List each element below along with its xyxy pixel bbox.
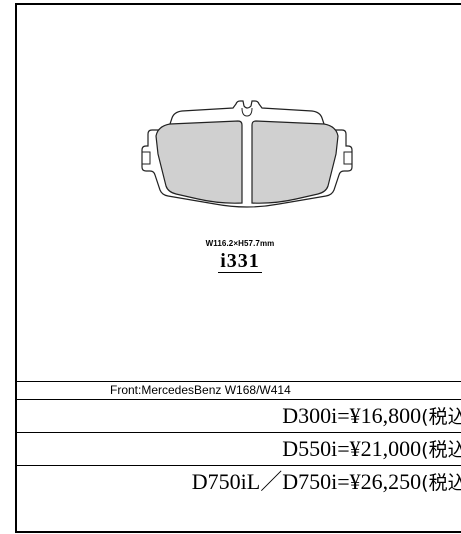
tax-note: (税込) [421, 406, 461, 428]
price-amount: =¥16,800 [337, 403, 422, 428]
brake-pad-diagram-icon [141, 100, 353, 208]
product-image-area: W116.2×H57.7mm i331 [17, 5, 461, 381]
price-row-d550i: D550i=¥21,000(税込) [17, 432, 461, 464]
price-model: D550i [282, 436, 338, 461]
price-amount: =¥26,250 [337, 469, 422, 494]
price-row-d750i: D750iL／D750i=¥26,250(税込) [17, 465, 461, 501]
tax-note: (税込) [421, 472, 461, 494]
dimensions-label: W116.2×H57.7mm [205, 239, 275, 248]
part-number: i331 [17, 250, 461, 273]
price-row-d300i: D300i=¥16,800(税込) [17, 399, 461, 431]
price-amount: =¥21,000 [337, 436, 422, 461]
part-number-text: i331 [218, 250, 262, 273]
fitment-text: Front:MercedesBenz W168/W414 [110, 383, 291, 397]
product-card: W116.2×H57.7mm i331 Front:MercedesBenz W… [15, 3, 461, 533]
tax-note: (税込) [421, 439, 461, 461]
price-model: D750iL／D750i [191, 469, 338, 494]
fitment-row: Front:MercedesBenz W168/W414 [17, 381, 461, 399]
price-model: D300i [282, 403, 338, 428]
